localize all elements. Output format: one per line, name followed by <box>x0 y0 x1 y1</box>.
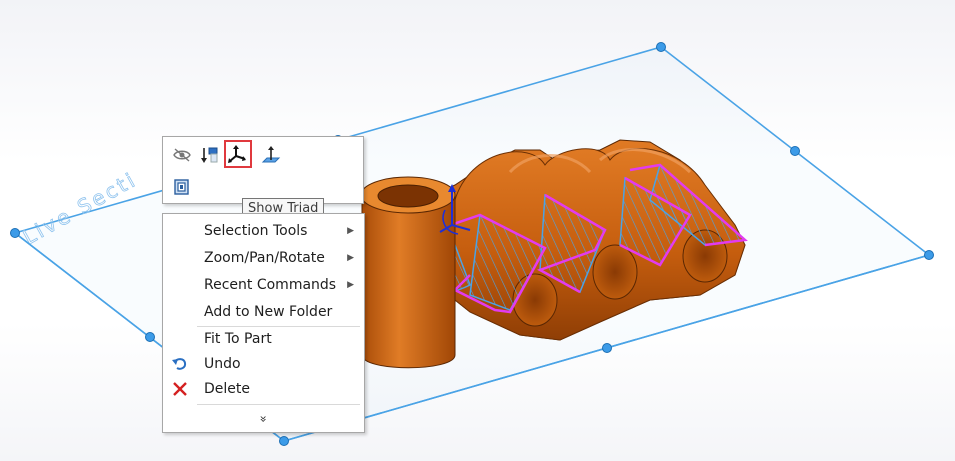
hide-button[interactable] <box>168 141 196 169</box>
expand-chevron-icon: » <box>256 415 271 423</box>
menu-item-recent-commands[interactable]: Recent Commands ▶ <box>163 273 364 297</box>
menu-item-label: Recent Commands <box>204 277 337 293</box>
menu-item-label: Fit To Part <box>204 331 272 347</box>
menu-item-delete[interactable]: Delete <box>163 377 364 401</box>
menu-item-label: Zoom/Pan/Rotate <box>204 250 325 266</box>
section-triad[interactable] <box>439 184 471 235</box>
show-triad-button[interactable] <box>224 140 252 168</box>
context-menu: Selection Tools ▶ Zoom/Pan/Rotate ▶ Rece… <box>162 213 365 433</box>
menu-item-add-to-new-folder[interactable]: Add to New Folder <box>163 300 364 324</box>
triad-icon <box>228 144 248 164</box>
menu-item-label: Undo <box>204 356 241 372</box>
plane-normal-button[interactable] <box>257 141 285 169</box>
hide-eye-icon <box>172 147 192 163</box>
menu-separator <box>197 326 360 327</box>
submenu-arrow-icon: ▶ <box>347 280 354 290</box>
zoom-to-selection-icon <box>173 178 191 196</box>
normal-to-button[interactable] <box>196 141 224 169</box>
undo-icon <box>171 355 189 373</box>
delete-x-icon <box>171 380 189 398</box>
submenu-arrow-icon: ▶ <box>347 226 354 236</box>
menu-item-label: Delete <box>204 381 250 397</box>
normal-to-icon <box>199 145 221 165</box>
menu-item-undo[interactable]: Undo <box>163 352 364 376</box>
submenu-arrow-icon: ▶ <box>347 253 354 263</box>
menu-item-fit-to-part[interactable]: Fit To Part <box>163 327 364 351</box>
cylinder-boss[interactable] <box>360 176 456 369</box>
menu-item-selection-tools[interactable]: Selection Tools ▶ <box>163 219 364 243</box>
menu-expand-button[interactable]: » <box>163 410 364 428</box>
menu-item-label: Selection Tools <box>204 223 308 239</box>
zoom-to-selection-button[interactable] <box>168 173 196 201</box>
menu-item-zoom-pan-rotate[interactable]: Zoom/Pan/Rotate ▶ <box>163 246 364 270</box>
plane-normal-icon <box>261 145 281 165</box>
tooltip-text: Show Triad <box>248 201 319 216</box>
menu-separator <box>197 404 360 405</box>
context-toolbar <box>162 136 364 204</box>
menu-item-label: Add to New Folder <box>204 304 333 320</box>
